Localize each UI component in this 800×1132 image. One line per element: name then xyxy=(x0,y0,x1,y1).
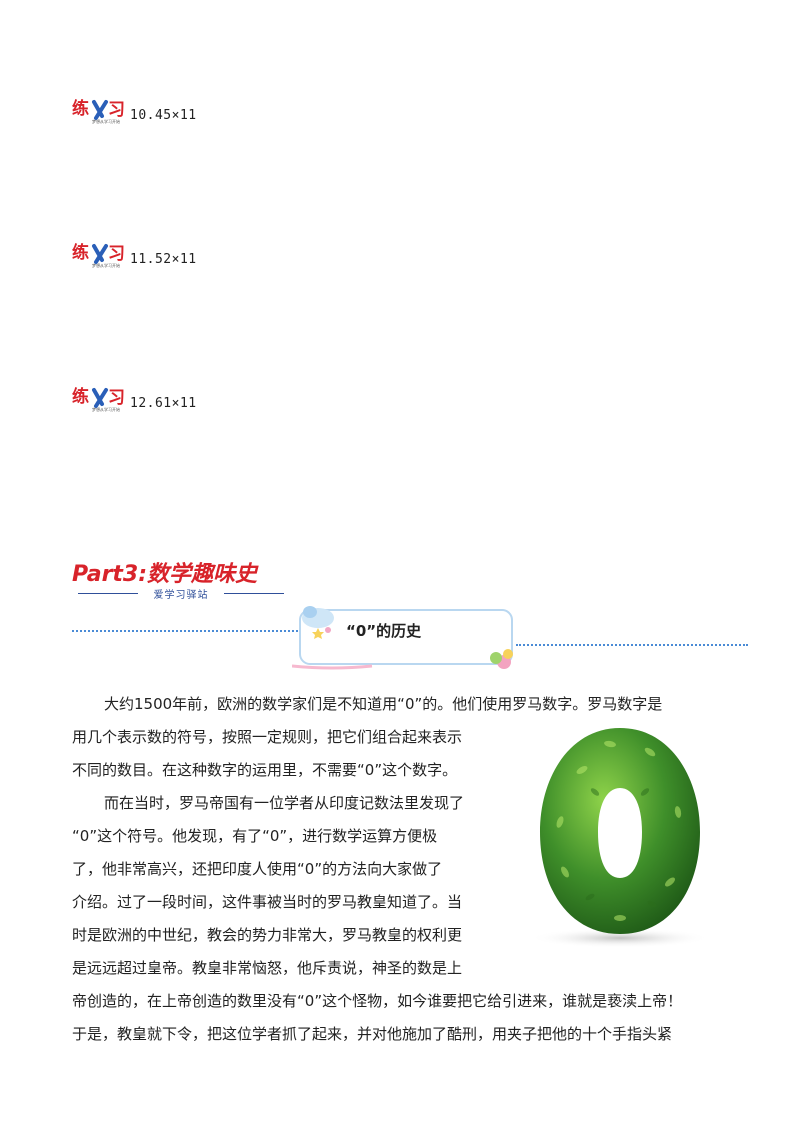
story-line: 用几个表示数的符号，按照一定规则，把它们组合起来表示 xyxy=(72,728,463,746)
story-line: 时是欧洲的中世纪，教会的势力非常大，罗马教皇的权利更 xyxy=(72,926,463,944)
svg-text:练: 练 xyxy=(72,98,89,119)
svg-text:梦想从学习开始: 梦想从学习开始 xyxy=(92,406,120,412)
story-line: 大约1500年前，欧洲的数学家们是不知道用“0”的。他们使用罗马数字。罗马数字是 xyxy=(104,695,663,713)
story-line: 于是，教皇就下令，把这位学者抓了起来，并对他施加了酷刑，用夹子把他的十个手指头紧 xyxy=(72,1025,673,1043)
dotted-divider-left xyxy=(72,630,302,632)
story-line: 介绍。过了一段时间，这件事被当时的罗马教皇知道了。当 xyxy=(72,893,463,911)
svg-text:习: 习 xyxy=(108,388,125,408)
svg-text:习: 习 xyxy=(108,100,125,120)
story-line: 而在当时，罗马帝国有一位学者从印度记数法里发现了 xyxy=(104,794,465,812)
svg-text:梦想从学习开始: 梦想从学习开始 xyxy=(92,262,120,268)
leafy-zero-image xyxy=(530,728,710,948)
practice-logo-icon: 练 习 梦想从学习开始 xyxy=(72,386,125,412)
story-line: 帝创造的，在上帝创造的数里没有“0”这个怪物，如今谁要把它给引进来，谁就是亵渎上… xyxy=(72,992,683,1010)
story-line: 了，他非常高兴，还把印度人使用“0”的方法向大家做了 xyxy=(72,860,443,878)
story-line: “0”这个符号。他发现，有了“0”，进行数学运算方便极 xyxy=(72,827,438,845)
dotted-divider-right xyxy=(516,644,748,646)
practice-logo-icon: 练 习 梦想从学习开始 xyxy=(72,98,125,124)
exercise-text: 11.52×11 xyxy=(130,252,197,267)
svg-text:习: 习 xyxy=(108,244,125,264)
exercise-text: 10.45×11 xyxy=(130,108,197,123)
story-line: 不同的数目。在这种数字的运用里，不需要“0”这个数字。 xyxy=(72,761,458,779)
svg-text:梦想从学习开始: 梦想从学习开始 xyxy=(92,118,120,124)
story-line: 是远远超过皇帝。教皇非常恼怒，他斥责说，神圣的数是上 xyxy=(72,959,463,977)
part-heading: Part3:数学趣味史 爱学习驿站 xyxy=(72,556,302,602)
story-title: “0”的历史 xyxy=(346,622,422,640)
part-title: Part3:数学趣味史 xyxy=(72,562,258,587)
part-subtitle-wrap: 爱学习驿站 xyxy=(78,586,284,601)
divider-line xyxy=(224,593,284,594)
part-subtitle: 爱学习驿站 xyxy=(153,590,209,601)
svg-text:练: 练 xyxy=(72,242,89,263)
exercise-text: 12.61×11 xyxy=(130,396,197,411)
svg-text:练: 练 xyxy=(72,386,89,407)
story-banner: “0”的历史 xyxy=(292,600,522,672)
practice-logo-icon: 练 习 梦想从学习开始 xyxy=(72,242,125,268)
banner-frame-icon xyxy=(292,606,513,670)
divider-line xyxy=(78,593,138,594)
